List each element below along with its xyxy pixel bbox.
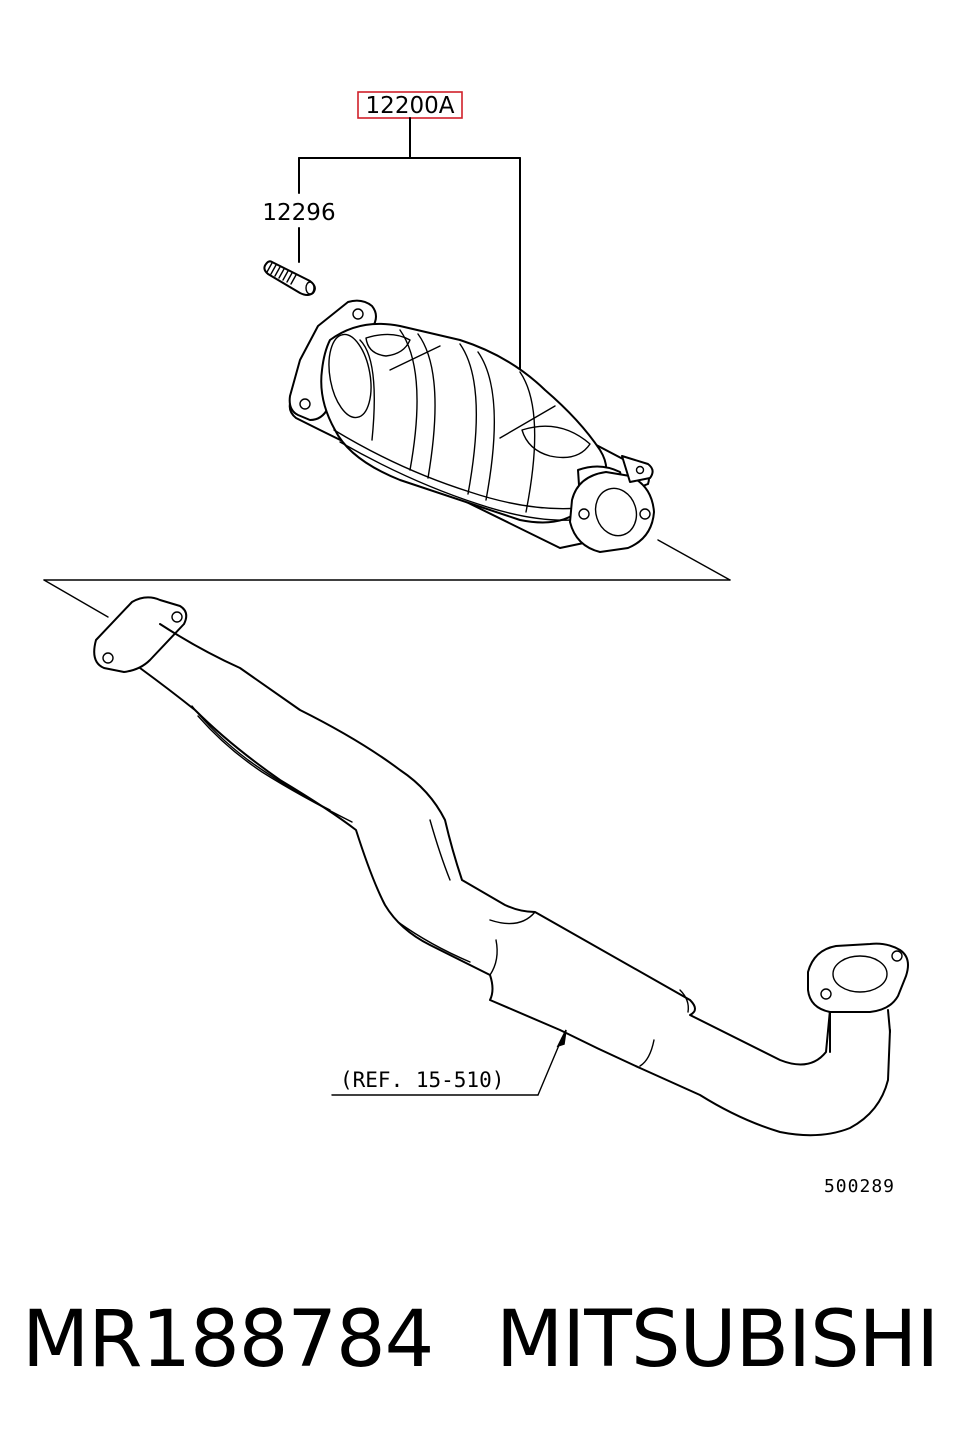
callout-12200a-label: 12200A: [366, 93, 455, 119]
front-exhaust-pipe[interactable]: [93, 596, 909, 1137]
stud-bolt[interactable]: [263, 260, 316, 296]
figure-number: 500289: [824, 1176, 895, 1197]
catalytic-converter[interactable]: [288, 299, 655, 553]
brand-name: MITSUBISHI: [496, 1295, 939, 1385]
part-number: MR188784: [22, 1295, 434, 1385]
callout-12296-label: 12296: [262, 200, 335, 226]
callout-12296[interactable]: 12296: [262, 200, 335, 226]
exploded-view-line: [43, 539, 731, 618]
part-footer: MR188784 MITSUBISHI: [0, 1290, 960, 1390]
reference-label: (REF. 15-510): [340, 1068, 504, 1092]
reference-callout[interactable]: (REF. 15-510): [331, 1029, 567, 1096]
leader-bracket: [298, 117, 521, 371]
reference-arrowhead: [556, 1029, 567, 1048]
callout-12200a[interactable]: 12200A: [357, 91, 463, 119]
